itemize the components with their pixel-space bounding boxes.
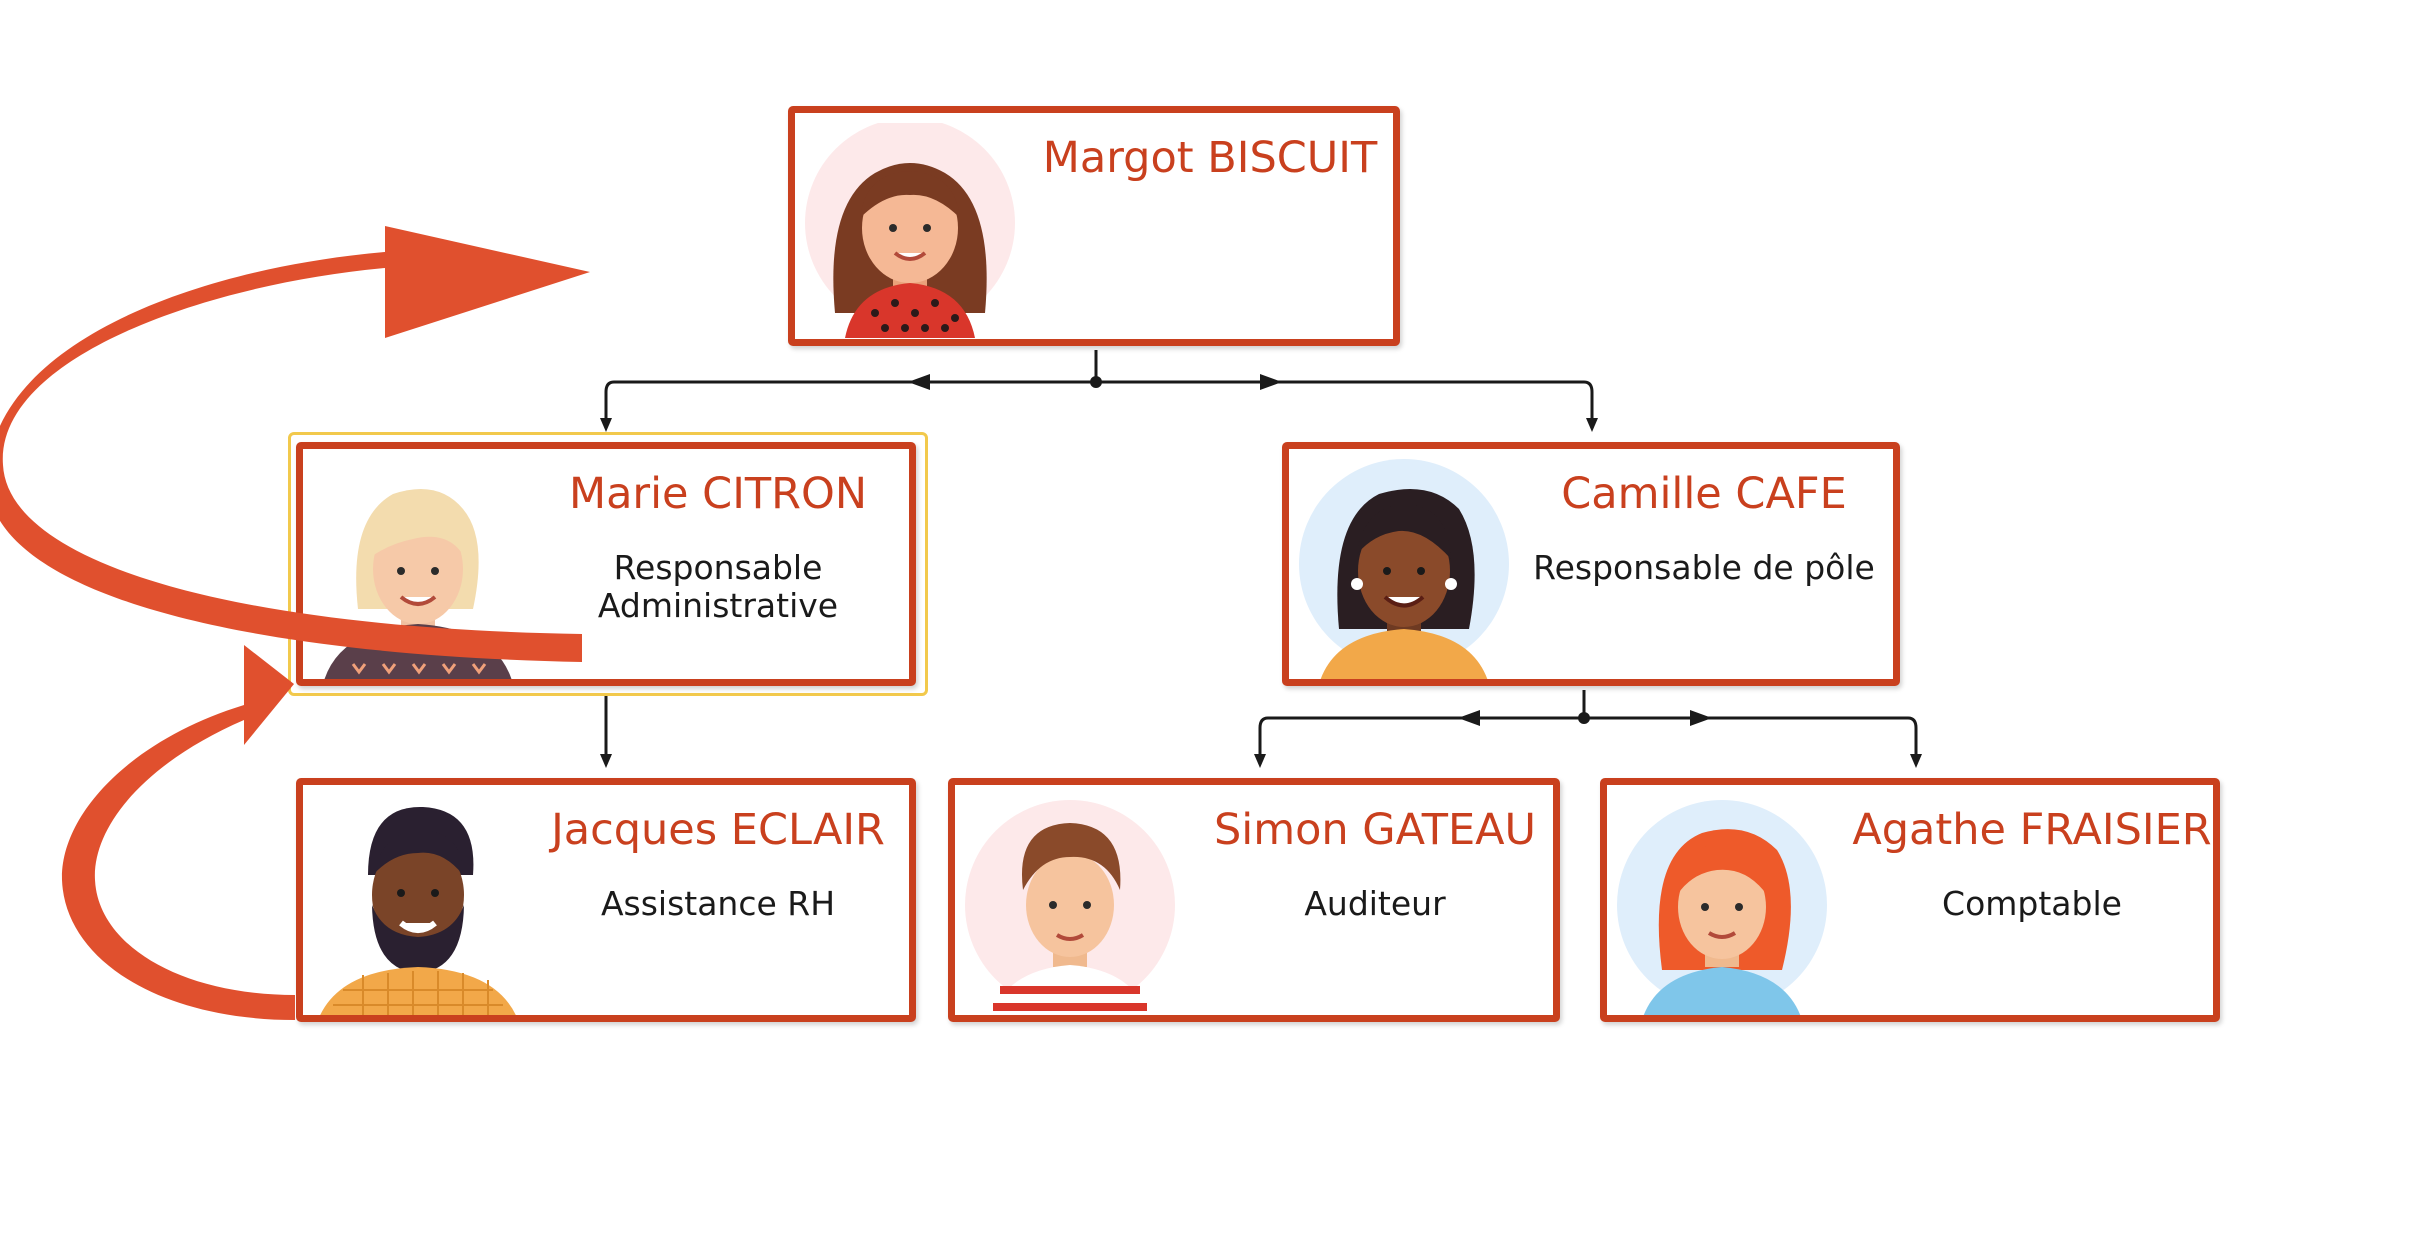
arrowhead	[1458, 710, 1480, 726]
arrowhead	[600, 754, 612, 768]
woman-dark-hair-avatar	[1299, 459, 1509, 679]
person-card-jacques[interactable]: Jacques ECLAIR Assistance RH	[296, 778, 916, 1022]
connector-to-agathe	[1907, 716, 1918, 764]
person-card-camille[interactable]: Camille CAFE Responsable de pôle	[1282, 442, 1900, 686]
flow-arrow-up-to-margot	[0, 252, 582, 662]
person-name: Simon GATEAU	[1213, 805, 1537, 855]
person-role: Responsable de pôle	[1533, 548, 1875, 587]
connector-to-simon	[1258, 716, 1269, 764]
person-name: Camille CAFE	[1561, 469, 1847, 519]
flow-arrowhead-margot	[385, 226, 590, 338]
connector-to-camille	[1583, 380, 1594, 428]
person-name: Agathe FRAISIER	[1852, 805, 2212, 855]
person-role: Assistance RH	[600, 884, 836, 923]
young-man-avatar	[965, 800, 1175, 1015]
selection-outline	[288, 432, 928, 696]
person-card-margot[interactable]: Margot BISCUIT	[788, 106, 1400, 346]
arrowhead	[1254, 754, 1266, 768]
arrowhead	[1260, 374, 1282, 390]
connector-node	[1090, 376, 1102, 388]
bearded-man-avatar	[318, 795, 518, 1015]
arrowhead	[908, 374, 930, 390]
person-card-agathe[interactable]: Agathe FRAISIER Comptable	[1600, 778, 2220, 1022]
person-role: Responsable Administrative	[558, 549, 878, 625]
person-role-line: Responsable	[613, 548, 823, 587]
person-role: Comptable	[1942, 884, 2122, 923]
arrowhead	[1910, 754, 1922, 768]
connector-node	[1578, 712, 1590, 724]
arrowhead	[600, 418, 612, 432]
person-card-simon[interactable]: Simon GATEAU Auditeur	[948, 778, 1560, 1022]
person-role: Auditeur	[1304, 884, 1446, 923]
person-name: Jacques ECLAIR	[551, 805, 885, 855]
woman-red-hair-avatar	[1617, 800, 1827, 1015]
woman-brown-hair-avatar	[805, 123, 1015, 338]
flow-arrow-up-to-marie	[61, 705, 296, 1020]
flow-arrowhead-marie	[244, 645, 294, 745]
arrowhead	[1586, 418, 1598, 432]
person-name: Marie CITRON	[568, 469, 868, 519]
person-name: Margot BISCUIT	[1042, 133, 1378, 183]
person-card-marie[interactable]: Marie CITRON Responsable Administrative	[296, 442, 916, 686]
person-role-line: Administrative	[597, 585, 839, 625]
arrowhead	[1690, 710, 1712, 726]
connector-to-marie	[604, 380, 615, 428]
